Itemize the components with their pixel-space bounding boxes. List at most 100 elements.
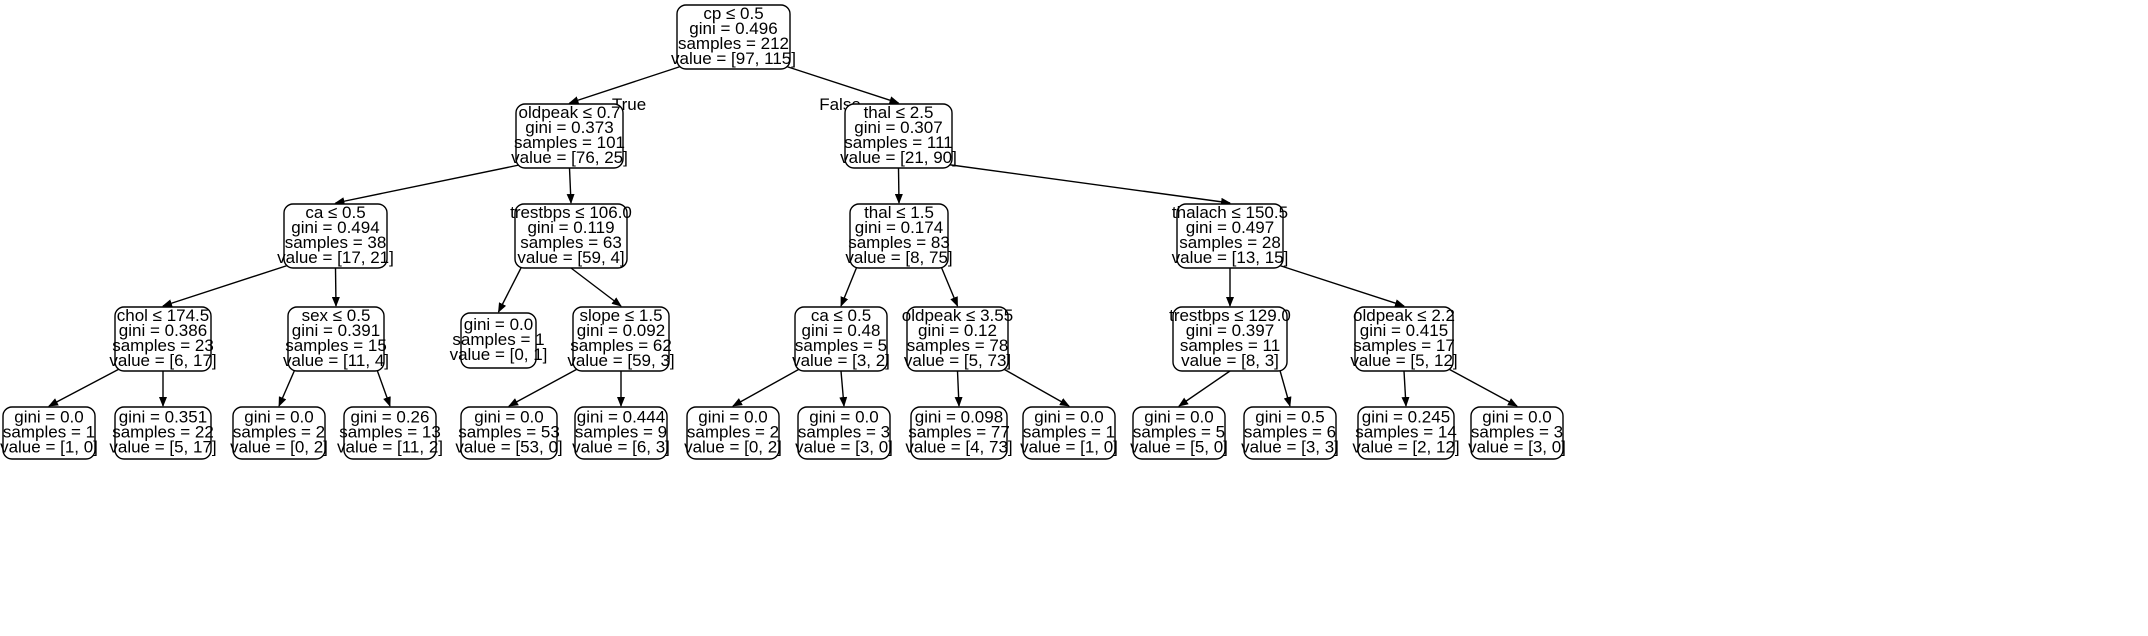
node-line: thal ≤ 2.5 bbox=[864, 103, 934, 122]
node-line: samples = 77 bbox=[908, 423, 1010, 442]
node-line: gini = 0.0 bbox=[474, 408, 543, 427]
node-line: thal ≤ 1.5 bbox=[864, 203, 934, 222]
node-line: samples = 3 bbox=[1471, 423, 1563, 442]
node-box bbox=[906, 306, 1009, 372]
node-line: samples = 9 bbox=[575, 423, 667, 442]
tree-edge-n2-n6 bbox=[943, 163, 1231, 206]
node-line: gini = 0.0 bbox=[1144, 408, 1213, 427]
node-line: gini = 0.494 bbox=[291, 218, 379, 237]
node-line: samples = 101 bbox=[514, 133, 625, 152]
tree-edge-n7-n15 bbox=[48, 366, 124, 407]
tree-edge-n5-n12 bbox=[939, 263, 959, 307]
node-line: value = [5, 0] bbox=[1130, 438, 1228, 457]
node-box bbox=[1357, 406, 1455, 460]
tree-edge-n4-n10 bbox=[570, 267, 622, 307]
node-line: gini = 0.497 bbox=[1186, 218, 1274, 237]
node-line: samples = 28 bbox=[1179, 233, 1281, 252]
node-line: gini = 0.098 bbox=[915, 408, 1003, 427]
node-line: gini = 0.391 bbox=[292, 321, 380, 340]
tree-edge-n1-n3 bbox=[334, 163, 525, 206]
tree-edge-n10-n19 bbox=[508, 366, 582, 407]
node-box bbox=[676, 4, 791, 70]
node-line: gini = 0.174 bbox=[855, 218, 943, 237]
node-line: value = [8, 75] bbox=[845, 248, 952, 267]
node-box bbox=[910, 406, 1008, 460]
node-line: value = [5, 73] bbox=[904, 351, 1011, 370]
node-box bbox=[114, 406, 212, 460]
node-box bbox=[574, 406, 668, 460]
tree-edge-n8-n17 bbox=[278, 366, 297, 407]
node-line: gini = 0.307 bbox=[854, 118, 942, 137]
node-box bbox=[1470, 406, 1564, 460]
node-line: value = [8, 3] bbox=[1181, 351, 1279, 370]
tree-edge-n5-n11 bbox=[840, 263, 859, 307]
node-line: samples = 111 bbox=[844, 133, 953, 152]
tree-edge-n11-n21 bbox=[732, 366, 804, 407]
node-box bbox=[283, 203, 388, 269]
node-line: value = [59, 3] bbox=[567, 351, 674, 370]
node-line: gini = 0.0 bbox=[809, 408, 878, 427]
tree-edge-n12-n24 bbox=[999, 366, 1070, 407]
node-box bbox=[1132, 406, 1226, 460]
node-line: gini = 0.397 bbox=[1186, 321, 1274, 340]
tree-edge-n8-n18 bbox=[375, 366, 391, 407]
node-line: samples = 212 bbox=[678, 34, 789, 53]
node-line: gini = 0.5 bbox=[1255, 408, 1324, 427]
node-line: value = [3, 2] bbox=[792, 351, 890, 370]
node-line: value = [11, 2] bbox=[337, 438, 443, 457]
node-line: gini = 0.415 bbox=[1360, 321, 1448, 340]
node-line: value = [1, 0] bbox=[1020, 438, 1118, 457]
node-line: gini = 0.386 bbox=[119, 321, 207, 340]
node-line: value = [1, 0] bbox=[0, 438, 98, 457]
node-line: gini = 0.245 bbox=[1362, 408, 1450, 427]
node-line: trestbps ≤ 129.0 bbox=[1169, 306, 1291, 325]
node-line: samples = 15 bbox=[285, 336, 387, 355]
node-box bbox=[343, 406, 437, 460]
node-line: ca ≤ 0.5 bbox=[811, 306, 871, 325]
node-line: value = [0, 2] bbox=[684, 438, 782, 457]
node-line: value = [4, 73] bbox=[905, 438, 1012, 457]
node-line: gini = 0.0 bbox=[464, 315, 533, 334]
node-line: samples = 23 bbox=[112, 336, 214, 355]
node-line: samples = 5 bbox=[1133, 423, 1225, 442]
node-line: slope ≤ 1.5 bbox=[579, 306, 662, 325]
tree-edge-n6-n14 bbox=[1274, 263, 1405, 308]
node-line: samples = 62 bbox=[570, 336, 672, 355]
node-line: samples = 3 bbox=[798, 423, 890, 442]
tree-edge-n0-n1 bbox=[568, 64, 686, 104]
node-line: value = [11, 4] bbox=[283, 351, 389, 370]
node-line: value = [2, 12] bbox=[1352, 438, 1459, 457]
tree-edge-n4-n9 bbox=[497, 263, 524, 313]
node-line: samples = 6 bbox=[1244, 423, 1336, 442]
node-box bbox=[232, 406, 326, 460]
node-line: value = [0, 2] bbox=[230, 438, 328, 457]
node-line: trestbps ≤ 106.0 bbox=[510, 203, 632, 222]
node-box bbox=[460, 312, 537, 369]
node-box bbox=[287, 306, 385, 372]
node-line: value = [13, 15] bbox=[1172, 248, 1289, 267]
node-box bbox=[1243, 406, 1337, 460]
node-line: gini = 0.48 bbox=[802, 321, 881, 340]
node-box bbox=[1022, 406, 1116, 460]
node-box bbox=[797, 406, 891, 460]
